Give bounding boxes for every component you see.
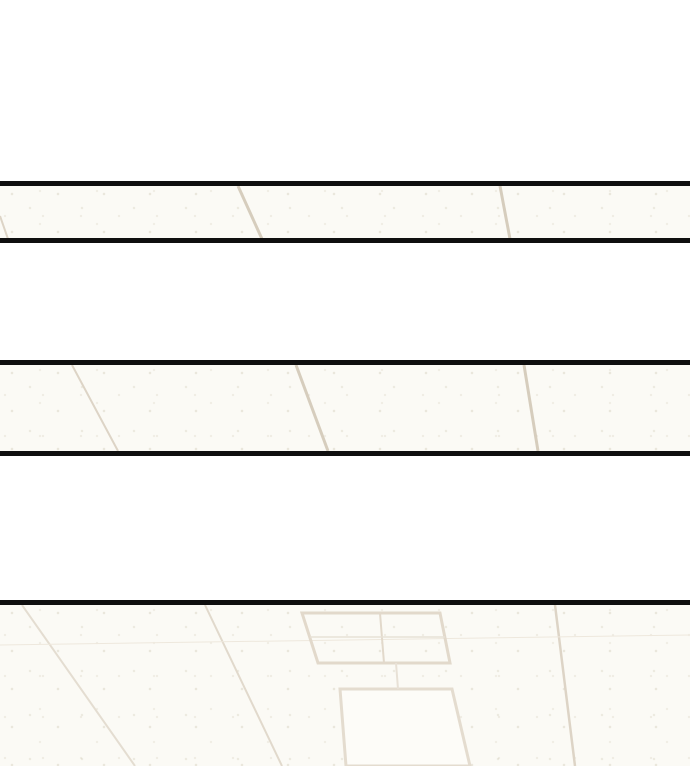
panel-ceiling-strip-2 bbox=[0, 365, 690, 451]
ceiling-tile-seams bbox=[0, 605, 690, 766]
panel-ceiling-light bbox=[0, 605, 690, 766]
panel-border bbox=[0, 181, 690, 186]
panel-blank-lower bbox=[0, 456, 690, 601]
panel-ceiling-strip-1 bbox=[0, 186, 690, 239]
panel-border bbox=[0, 451, 690, 456]
panel-border bbox=[0, 238, 690, 243]
ceiling-tile-seams bbox=[71, 365, 540, 451]
panel-border bbox=[0, 360, 690, 365]
light-fixture-icon bbox=[299, 611, 472, 766]
panel-blank-top bbox=[0, 0, 690, 182]
ceiling-tile-seams bbox=[0, 186, 512, 239]
panel-blank-middle bbox=[0, 243, 690, 360]
panel-border bbox=[0, 600, 690, 605]
